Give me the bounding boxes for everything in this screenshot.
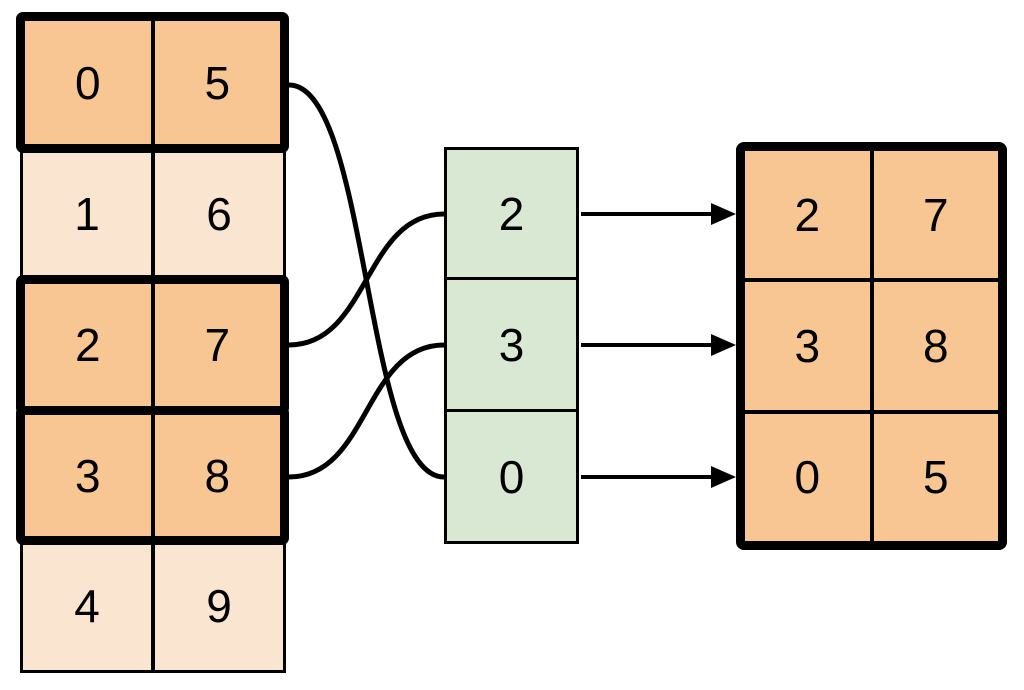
source-cell: 9 (155, 542, 283, 670)
source-cell: 3 (25, 415, 155, 536)
source-row-3: 3 8 (16, 406, 289, 545)
source-cell: 5 (154, 21, 280, 144)
source-cell: 0 (25, 21, 155, 144)
source-row-1: 1 6 (20, 147, 286, 281)
source-cell: 6 (155, 150, 283, 278)
curve-row38-to-index3 (286, 342, 447, 480)
source-cell: 7 (154, 284, 280, 406)
source-cell: 8 (154, 415, 280, 536)
curve-row05-to-index0 (286, 82, 447, 480)
arrowhead-icon (711, 466, 736, 488)
source-row-2: 2 7 (16, 275, 289, 415)
result-cell: 7 (873, 151, 998, 279)
result-table: 2 7 3 8 0 5 (736, 142, 1007, 550)
arrowhead-icon (711, 334, 736, 356)
arrow-index0-to-result (581, 466, 736, 488)
result-cell: 2 (745, 151, 870, 279)
source-row-4: 4 9 (20, 539, 286, 673)
arrowhead-icon (711, 203, 736, 225)
result-cell: 5 (873, 413, 998, 541)
index-cell-2: 0 (444, 409, 579, 544)
result-cell: 3 (745, 282, 870, 410)
arrow-index2-to-result (581, 203, 736, 225)
source-cell: 2 (25, 284, 155, 406)
result-cell: 0 (745, 413, 870, 541)
index-cell-1: 3 (444, 277, 579, 412)
index-column: 2 3 0 (444, 147, 579, 544)
arrow-index3-to-result (581, 334, 736, 356)
source-cell: 4 (23, 542, 155, 670)
source-cell: 1 (23, 150, 155, 278)
source-row-0: 0 5 (16, 12, 289, 153)
curve-row27-to-index2 (286, 211, 447, 348)
result-cell: 8 (873, 282, 998, 410)
index-cell-0: 2 (444, 147, 579, 280)
